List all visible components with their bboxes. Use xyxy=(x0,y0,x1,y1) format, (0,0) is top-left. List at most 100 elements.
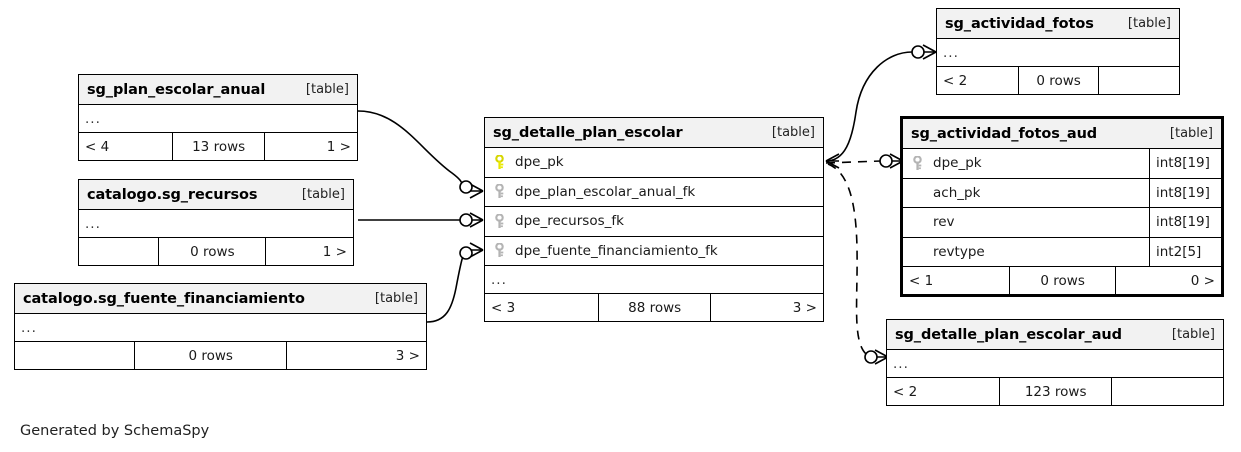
table-header: sg_actividad_fotos [table] xyxy=(937,9,1179,39)
footer-children: 1 > xyxy=(265,238,353,265)
table-name: catalogo.sg_fuente_financiamiento xyxy=(23,290,305,307)
edge-plan-escolar-anual xyxy=(357,110,464,187)
ellipsis-row: ... xyxy=(79,105,357,133)
footer-parents: < 2 xyxy=(943,72,968,89)
edge-actividad-fotos-aud xyxy=(825,160,882,164)
crowfoot-plan-escolar-anual xyxy=(469,183,484,199)
footer-parents: < 1 xyxy=(909,272,934,289)
footer-parents: < 3 xyxy=(491,299,516,316)
table-footer: < 3 88 rows 3 > xyxy=(485,294,823,321)
footer-children: 1 > xyxy=(264,133,357,160)
table-name: sg_plan_escolar_anual xyxy=(87,81,266,98)
column-name: dpe_pk xyxy=(515,154,564,171)
ellipsis-row: ... xyxy=(937,39,1179,67)
table-sg-detalle-plan-escolar-aud[interactable]: sg_detalle_plan_escolar_aud [table] ... … xyxy=(886,319,1224,406)
table-footer: < 4 13 rows 1 > xyxy=(79,133,357,160)
column-row-ach-pk[interactable]: ach_pk int8[19] xyxy=(903,178,1221,208)
table-header: catalogo.sg_fuente_financiamiento [table… xyxy=(15,284,426,314)
footer-parents xyxy=(79,238,158,265)
footer-children: 3 > xyxy=(710,294,823,321)
table-header: sg_plan_escolar_anual [table] xyxy=(79,75,357,105)
footer-children: 0 > xyxy=(1115,267,1221,294)
table-catalogo-sg-fuente-financiamiento[interactable]: catalogo.sg_fuente_financiamiento [table… xyxy=(14,283,427,370)
table-name: sg_detalle_plan_escolar xyxy=(493,124,683,141)
table-sg-actividad-fotos[interactable]: sg_actividad_fotos [table] ... < 2 0 row… xyxy=(936,8,1180,95)
foreign-key-icon xyxy=(485,184,509,199)
table-tag: [table] xyxy=(1127,16,1171,31)
zero-marker-recursos xyxy=(459,213,473,227)
column-row-dpe-pk[interactable]: dpe_pk int8[19] xyxy=(903,149,1221,179)
footer-children xyxy=(1111,378,1223,405)
footer-rowcount: 123 rows xyxy=(999,378,1111,405)
table-header: sg_detalle_plan_escolar_aud [table] xyxy=(887,320,1223,350)
foreign-key-icon xyxy=(485,243,509,258)
column-row-dpe-plan-escolar-anual-fk[interactable]: dpe_plan_escolar_anual_fk xyxy=(485,177,823,207)
footer-rowcount: 13 rows xyxy=(171,133,265,160)
column-list: dpe_pk dpe_plan_escolar_anual_fk xyxy=(485,148,823,266)
table-catalogo-sg-recursos[interactable]: catalogo.sg_recursos [table] ... 0 rows … xyxy=(78,179,354,266)
column-name: ach_pk xyxy=(933,184,981,201)
column-type: int8[19] xyxy=(1149,178,1221,207)
column-name: dpe_fuente_financiamiento_fk xyxy=(515,242,718,259)
column-row-dpe-fuente-financiamiento-fk[interactable]: dpe_fuente_financiamiento_fk xyxy=(485,236,823,266)
column-list: dpe_pk int8[19] ach_pk int8[19] rev int8… xyxy=(903,149,1221,267)
crowfoot-fuente-financiamiento xyxy=(469,242,484,258)
footer-children: 3 > xyxy=(286,342,426,369)
edge-detalle-plan-escolar-aud xyxy=(827,163,867,355)
table-sg-detalle-plan-escolar[interactable]: sg_detalle_plan_escolar [table] dpe_pk xyxy=(484,117,824,322)
zero-marker-actividad-fotos-aud xyxy=(879,154,893,168)
table-tag: [table] xyxy=(1171,327,1215,342)
table-footer: < 2 0 rows xyxy=(937,67,1179,94)
column-type: int2[5] xyxy=(1149,237,1221,266)
table-footer: < 2 123 rows xyxy=(887,378,1223,405)
column-name: dpe_pk xyxy=(933,155,982,172)
footer-rowcount: 0 rows xyxy=(1009,267,1115,294)
column-name: revtype xyxy=(933,243,985,260)
footer-children xyxy=(1098,67,1179,94)
primary-key-icon xyxy=(485,154,509,170)
table-sg-actividad-fotos-aud[interactable]: sg_actividad_fotos_aud [table] dpe_pk in… xyxy=(900,116,1224,297)
column-type: int8[19] xyxy=(1149,208,1221,237)
ellipsis-row: ... xyxy=(79,210,353,238)
crowfoot-recursos xyxy=(469,212,484,228)
footer-parents xyxy=(15,342,134,369)
ellipsis-row: ... xyxy=(887,350,1223,378)
footer-parents: < 4 xyxy=(85,138,110,155)
table-tag: [table] xyxy=(305,82,349,97)
column-name: dpe_recursos_fk xyxy=(515,213,624,230)
foreign-key-icon xyxy=(485,213,509,229)
table-footer: < 1 0 rows 0 > xyxy=(903,267,1221,294)
table-name: sg_actividad_fotos xyxy=(945,15,1094,32)
column-row-rev[interactable]: rev int8[19] xyxy=(903,208,1221,238)
generator-credit: Generated by SchemaSpy xyxy=(20,423,210,439)
column-name: rev xyxy=(933,214,955,231)
zero-marker-detalle-plan-escolar-aud xyxy=(864,350,878,364)
ellipsis-row: ... xyxy=(485,266,823,294)
table-sg-plan-escolar-anual[interactable]: sg_plan_escolar_anual [table] ... < 4 13… xyxy=(78,74,358,161)
ellipsis-row: ... xyxy=(15,314,426,342)
column-row-dpe-pk[interactable]: dpe_pk xyxy=(485,148,823,178)
table-footer: 0 rows 3 > xyxy=(15,342,426,369)
table-header: sg_detalle_plan_escolar [table] xyxy=(485,118,823,148)
footer-rowcount: 88 rows xyxy=(597,294,711,321)
zero-marker-actividad-fotos xyxy=(911,45,925,59)
table-header: catalogo.sg_recursos [table] xyxy=(79,180,353,210)
footer-rowcount: 0 rows xyxy=(158,238,265,265)
footer-parents: < 2 xyxy=(893,383,918,400)
zero-marker-plan-escolar-anual xyxy=(459,180,473,194)
column-type: int8[19] xyxy=(1149,149,1221,178)
table-tag: [table] xyxy=(1169,126,1213,141)
column-row-dpe-recursos-fk[interactable]: dpe_recursos_fk xyxy=(485,207,823,237)
edge-catalogo-fuente-financiamiento xyxy=(426,255,464,323)
table-name: sg_actividad_fotos_aud xyxy=(911,125,1098,142)
footer-rowcount: 0 rows xyxy=(1017,67,1099,94)
table-tag: [table] xyxy=(301,187,345,202)
crowfoot-actividad-fotos xyxy=(922,44,937,60)
table-footer: 0 rows 1 > xyxy=(79,238,353,265)
column-row-revtype[interactable]: revtype int2[5] xyxy=(903,237,1221,267)
table-header: sg_actividad_fotos_aud [table] xyxy=(903,119,1221,149)
crowfoot-dpe-pk-source xyxy=(825,153,840,169)
footer-rowcount: 0 rows xyxy=(134,342,286,369)
zero-marker-fuente-financiamiento xyxy=(459,246,473,260)
